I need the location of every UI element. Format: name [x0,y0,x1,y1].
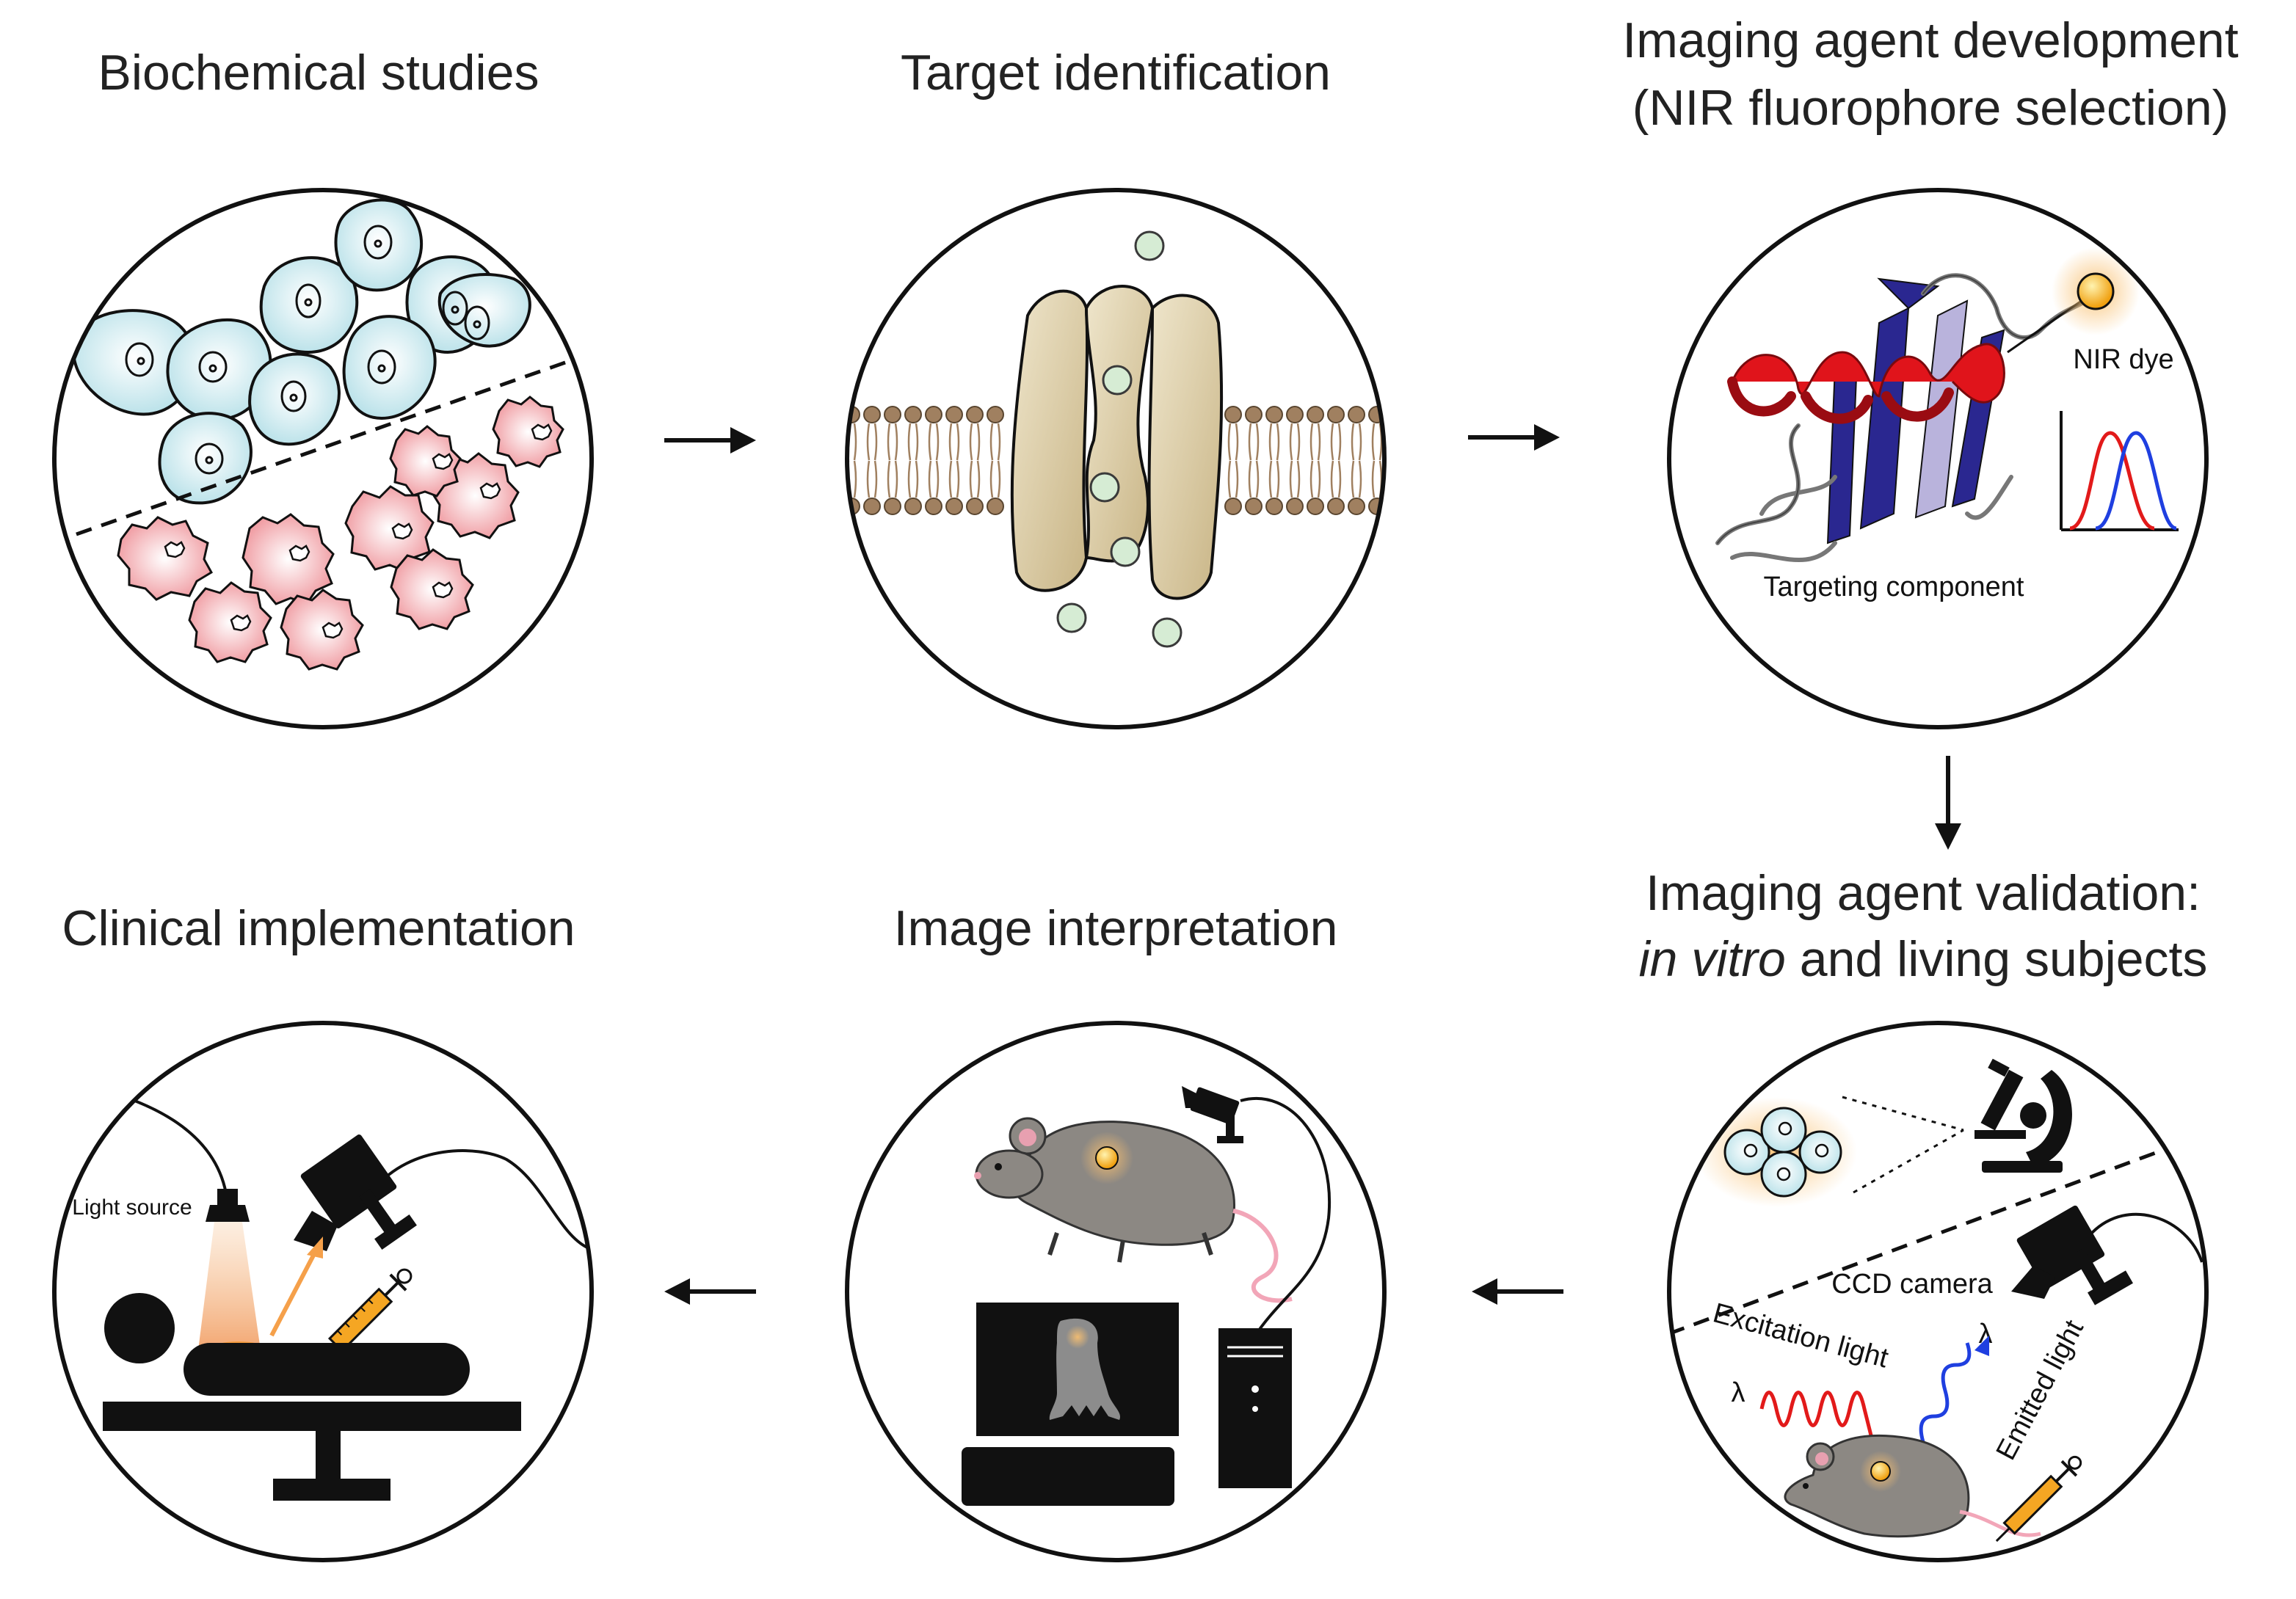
arrow-left-icon [664,1278,756,1305]
targeting-component-protein [1715,273,2101,563]
arrow-left-icon [1472,1278,1563,1305]
healthy-cells [71,198,531,505]
ligand-molecules [1056,230,1182,648]
arrow-right-icon [1468,424,1560,451]
panel-outline [845,1021,1387,1562]
panel-imaging-agent-validation: CCD camera Excitation light Emitted ligh… [1667,1021,2209,1562]
camera-cable [1240,1096,1332,1337]
title-in-vitro-living-subjects: in vitro and living subjects [1639,931,2208,987]
excitation-wave [1759,1391,1874,1439]
table-base [273,1479,390,1501]
panel-outline [52,1021,594,1562]
alpha-helix [1727,343,2005,424]
label-ccd-camera: CCD camera [1831,1269,1993,1300]
camera-cable [373,1149,588,1249]
title-clinical-implementation: Clinical implementation [62,900,575,956]
label-excitation-light: Excitation light [1710,1297,1892,1374]
panel-image-interpretation [845,1021,1387,1562]
arrow-down-icon [1935,756,1961,850]
divider-dashed [1669,1128,2206,1345]
title-living-subjects: and living subjects [1786,931,2208,987]
operating-table [103,1402,521,1431]
spectrum-plot [2060,411,2179,531]
syringe-icon [1995,1455,2082,1542]
computer-icon [962,1303,1292,1506]
title-image-interpretation: Image interpretation [894,900,1338,956]
mouse-subject [974,1117,1293,1303]
camera-icon [1182,1086,1243,1143]
channel-protein [1010,285,1224,600]
panel-imaging-agent-development: NIR dye Targeting component [1667,188,2209,729]
emission-arrow [269,1250,318,1337]
label-lambda-excitation: λ [1732,1377,1745,1408]
light-source-cable [87,1085,229,1204]
patient-on-table [103,1293,521,1501]
camera-icon [2011,1205,2133,1305]
panel-biochemical-studies [52,188,594,729]
panel-outline [1667,188,2209,729]
title-imaging-agent-development: Imaging agent development [1622,12,2238,68]
panel-clinical-implementation: Light source [52,1021,594,1562]
emission-curve [2095,431,2177,531]
imaged-mouse [1049,1318,1121,1420]
view-lines [1842,1096,1964,1194]
title-imaging-agent-validation: Imaging agent validation: [1646,865,2201,921]
absorption-curve [2069,431,2155,531]
panel-outline [845,188,1387,729]
microscope-icon [1975,1058,2072,1173]
title-biochemical-studies: Biochemical studies [98,45,540,101]
title-in-vitro: in vitro [1639,931,1786,987]
label-emitted-light: Emitted light [1991,1315,2090,1465]
title-target-identification: Target identification [901,45,1331,101]
cancer-cell-nuclei [164,423,553,639]
patient-head [104,1293,175,1363]
in-vitro-cells [1723,1107,1842,1198]
arrow-right-icon [664,427,756,454]
nir-dye-icon [2077,272,2115,310]
label-nir-dye: NIR dye [2073,344,2173,375]
light-beam [198,1222,261,1350]
light-source-icon [206,1189,250,1222]
divider-dashed [54,350,592,545]
emission-wave [1919,1342,1972,1443]
title-nir-fluorophore-selection: (NIR fluorophore selection) [1632,80,2229,136]
lipid-bilayer [847,406,1384,515]
patient-body [184,1343,470,1396]
emission-arrowhead [307,1236,323,1259]
healthy-cell-nuclei [125,225,490,475]
cancer-cells [117,396,564,671]
mouse-validation [1784,1435,2041,1538]
label-targeting-component: Targeting component [1764,572,2024,602]
camera-icon [294,1134,417,1251]
keyboard [962,1447,1174,1506]
emission-arrowhead [1975,1336,1989,1356]
camera-cable [2090,1212,2204,1263]
panel-outline [52,188,594,729]
cells-glow [1696,1097,1857,1207]
panel-target-identification [845,188,1387,729]
label-light-source: Light source [72,1195,192,1220]
panel-outline [1667,1021,2209,1562]
